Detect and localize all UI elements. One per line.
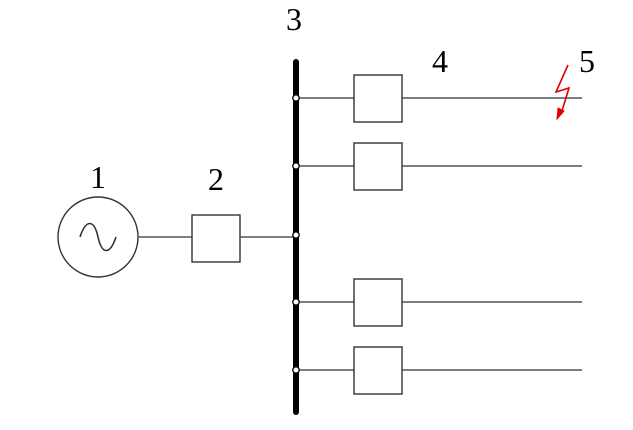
label-feeder-breaker: 4: [432, 43, 448, 79]
bus-node-transformer: [292, 231, 300, 239]
sine-wave-icon: [79, 222, 117, 252]
feeder-2: [292, 142, 582, 191]
feeder-1: [292, 74, 582, 123]
transformer-box: [191, 214, 241, 263]
feeder-4: [292, 346, 582, 395]
feeder-breaker: [353, 278, 403, 327]
bus-node: [292, 298, 300, 306]
feeder-3: [292, 278, 582, 327]
label-busbar: 3: [286, 1, 302, 37]
label-transformer: 2: [208, 161, 224, 197]
lightning-fault-icon: [554, 64, 571, 121]
generator: [57, 196, 139, 278]
bus-node: [292, 366, 300, 374]
label-generator: 1: [90, 159, 106, 195]
feeder-breaker: [353, 142, 403, 191]
feeder-breaker: [353, 74, 403, 123]
label-fault: 5: [579, 43, 595, 79]
feeder-breaker: [353, 346, 403, 395]
bus-node: [292, 162, 300, 170]
bus-node: [292, 94, 300, 102]
